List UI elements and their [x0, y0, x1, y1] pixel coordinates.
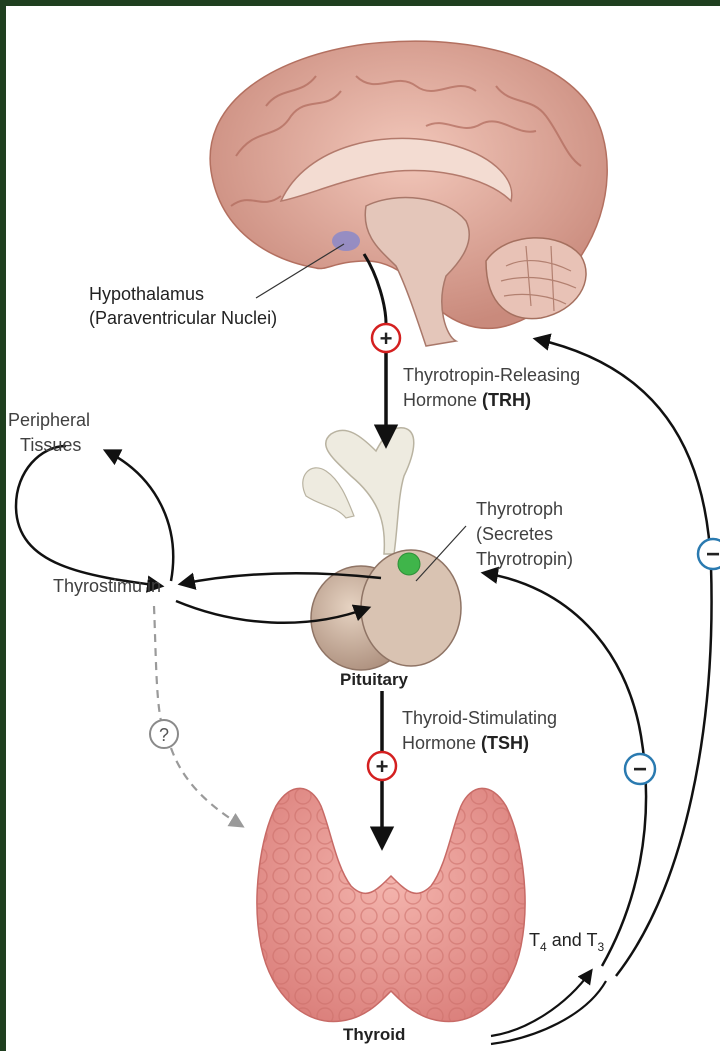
trh-label-line2: Hormone (TRH) — [403, 390, 531, 410]
feedback-hypothalamus-arrow — [536, 339, 712, 976]
svg-text:?: ? — [159, 725, 169, 745]
trh-label-line1: Thyrotropin-Releasing — [403, 365, 580, 385]
brain-illustration — [210, 41, 607, 346]
thyrostimulin-loop-right — [106, 451, 173, 581]
thyrotroph-dot — [398, 553, 420, 575]
trh-arrow-upper — [364, 254, 386, 324]
svg-text:−: − — [706, 541, 720, 568]
thyrostimulin-loop-left — [16, 446, 161, 586]
thyroid-illustration — [257, 788, 525, 1021]
peripheral-label-line1: Peripheral — [8, 410, 90, 430]
svg-text:+: + — [376, 754, 389, 779]
tsh-label-line1: Thyroid-Stimulating — [402, 708, 557, 728]
thyrostimulin-dashed-arrow — [154, 606, 242, 826]
hypothalamus-label: Hypothalamus — [89, 284, 204, 304]
hypothalamus-sublabel: (Paraventricular Nuclei) — [89, 308, 277, 328]
thyrotroph-label-line1: Thyrotroph — [476, 499, 563, 519]
diagram-frame: + + − − ? Hypothalamus (Paraventricular … — [6, 6, 720, 1051]
thyrostimulin-label: Thyrostimu in — [53, 576, 161, 596]
thyroid-label: Thyroid — [343, 1025, 405, 1044]
feedback-pituitary-negative-sign: − — [625, 754, 655, 784]
tsh-label-line2: Hormone (TSH) — [402, 733, 529, 753]
svg-text:−: − — [633, 756, 647, 783]
thyrotroph-label-line2: (Secretes — [476, 524, 553, 544]
pituitary-illustration — [303, 428, 461, 670]
t4-t3-label: T4 and T3 — [529, 930, 604, 954]
hpt-axis-diagram: + + − − ? Hypothalamus (Paraventricular … — [6, 6, 720, 1051]
svg-text:+: + — [380, 326, 393, 351]
thyrotroph-label-line3: Thyrotropin) — [476, 549, 573, 569]
pituitary-label: Pituitary — [340, 670, 409, 689]
question-mark-badge: ? — [150, 720, 178, 748]
peripheral-label-line2: Tissues — [20, 435, 81, 455]
feedback-hypothalamus-negative-sign: − — [698, 539, 720, 569]
tsh-positive-sign: + — [368, 752, 396, 780]
trh-positive-sign: + — [372, 324, 400, 352]
